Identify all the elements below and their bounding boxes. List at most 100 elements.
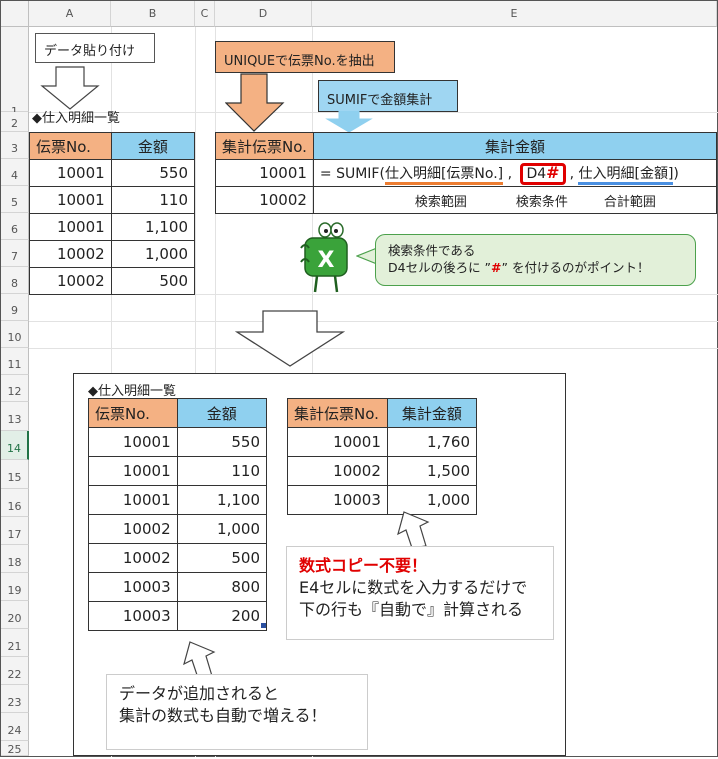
cell-summary-amount[interactable]: 1,760 xyxy=(386,427,478,457)
row-header-23[interactable]: 23 xyxy=(1,685,29,713)
cell-slip-no[interactable]: 10002 xyxy=(88,514,178,544)
formula-criteria: D4 xyxy=(526,166,547,182)
cell-slip-no[interactable]: 10001 xyxy=(29,186,112,214)
row-header-24[interactable]: 24 xyxy=(1,713,29,741)
header-slip-no[interactable]: 伝票No. xyxy=(29,132,112,160)
row-header-7[interactable]: 7 xyxy=(1,240,29,267)
row-header-13[interactable]: 13 xyxy=(1,402,29,431)
header-summary-amount[interactable]: 集計金額 xyxy=(312,132,718,160)
cell-amount[interactable]: 110 xyxy=(110,186,196,214)
cell-summary-slip-no[interactable]: 10001 xyxy=(215,159,314,187)
cell-slip-no[interactable]: 10002 xyxy=(88,543,178,573)
cell-summary-amount[interactable]: 1,000 xyxy=(386,485,478,515)
cell-amount[interactable]: 550 xyxy=(176,427,268,457)
row-header-8[interactable]: 8 xyxy=(1,267,29,294)
row-header-11[interactable]: 11 xyxy=(1,348,29,375)
note2-line2: 集計の数式も自動で増える！ xyxy=(119,706,327,725)
table-row: 10001 550 xyxy=(29,159,196,187)
row-header-6[interactable]: 6 xyxy=(1,213,29,240)
cell-summary-slip-no[interactable]: 10002 xyxy=(215,186,314,214)
formula-suffix: ) xyxy=(673,166,679,182)
cell-slip-no[interactable]: 10001 xyxy=(29,159,112,187)
cell-amount[interactable]: 500 xyxy=(176,543,268,573)
column-header-b[interactable]: B xyxy=(111,1,195,27)
formula-cell[interactable]: = SUMIF(仕入明細[伝票No.] , D4#, 仕入明細[金額]) xyxy=(312,159,718,187)
cell-slip-no[interactable]: 10002 xyxy=(29,267,112,295)
column-header-c[interactable]: C xyxy=(195,1,215,27)
cell-summary-amount[interactable]: 1,500 xyxy=(386,456,478,486)
row-header-16[interactable]: 16 xyxy=(1,489,29,517)
cell-slip-no[interactable]: 10001 xyxy=(88,427,178,457)
row-header-4[interactable]: 4 xyxy=(1,159,29,186)
cell-amount[interactable]: 1,000 xyxy=(176,514,268,544)
bubble-line1: 検索条件である xyxy=(388,243,476,258)
table-row: 10001 1,100 xyxy=(29,213,196,241)
panel-title: ◆仕入明細一覧 xyxy=(88,384,176,399)
cell-slip-no[interactable]: 10003 xyxy=(88,572,178,602)
sumif-label: SUMIFで金額集計 xyxy=(327,93,433,108)
header-summary-amount[interactable]: 集計金額 xyxy=(386,398,478,428)
formula-sum-range: 仕入明細[金額] xyxy=(578,166,674,185)
cell-slip-no[interactable]: 10001 xyxy=(88,456,178,486)
table-resize-handle[interactable] xyxy=(261,623,266,628)
row-header-14[interactable]: 14 xyxy=(1,431,29,460)
cell-amount[interactable]: 500 xyxy=(110,267,196,295)
cell-slip-no[interactable]: 10001 xyxy=(88,485,178,515)
formula-notes-cell[interactable]: 検索範囲 検索条件 合計範囲 xyxy=(312,186,718,214)
down-arrow-icon xyxy=(40,66,100,110)
table-row: 10002 1,000 xyxy=(29,240,196,268)
row-header-5[interactable]: 5 xyxy=(1,186,29,213)
table1-title: ◆仕入明細一覧 xyxy=(32,111,120,126)
select-all-corner[interactable] xyxy=(1,1,29,27)
row-header-9[interactable]: 9 xyxy=(1,294,29,321)
formula-criteria-highlight: D4# xyxy=(520,163,566,185)
cell-amount[interactable]: 200 xyxy=(176,601,268,631)
note1-headline: 数式コピー不要！ xyxy=(299,556,428,575)
header-summary-slip-no[interactable]: 集計伝票No. xyxy=(287,398,388,428)
row-header-20[interactable]: 20 xyxy=(1,601,29,629)
formula-prefix: = SUMIF( xyxy=(319,166,385,182)
row-header-10[interactable]: 10 xyxy=(1,321,29,348)
cell-summary-slip-no[interactable]: 10003 xyxy=(287,485,388,515)
cell-amount[interactable]: 1,100 xyxy=(110,213,196,241)
cell-amount[interactable]: 110 xyxy=(176,456,268,486)
cell-amount[interactable]: 1,000 xyxy=(110,240,196,268)
row-header-18[interactable]: 18 xyxy=(1,545,29,573)
row-header-21[interactable]: 21 xyxy=(1,629,29,657)
row-header-3[interactable]: 3 xyxy=(1,132,29,159)
cell-summary-slip-no[interactable]: 10002 xyxy=(287,456,388,486)
bubble-line2-pre: D4セルの後ろに ” xyxy=(388,260,492,275)
table-row: 10002 500 xyxy=(29,267,196,295)
grid-line xyxy=(29,294,718,295)
cell-amount[interactable]: 550 xyxy=(110,159,196,187)
row-header-2[interactable]: 2 xyxy=(1,112,29,132)
formula-range: 仕入明細[伝票No.] xyxy=(384,166,504,185)
cell-summary-slip-no[interactable]: 10001 xyxy=(287,427,388,457)
column-header-e[interactable]: E xyxy=(312,1,717,27)
header-amount[interactable]: 金額 xyxy=(176,398,268,428)
row-header-12[interactable]: 12 xyxy=(1,375,29,402)
row-header-15[interactable]: 15 xyxy=(1,460,29,489)
cell-amount[interactable]: 800 xyxy=(176,572,268,602)
row-header-17[interactable]: 17 xyxy=(1,517,29,545)
header-summary-slip-no[interactable]: 集計伝票No. xyxy=(215,132,314,160)
cell-slip-no[interactable]: 10002 xyxy=(29,240,112,268)
column-header-a[interactable]: A xyxy=(29,1,111,27)
row-header-19[interactable]: 19 xyxy=(1,573,29,601)
column-header-d[interactable]: D xyxy=(215,1,312,27)
header-amount[interactable]: 金額 xyxy=(110,132,196,160)
row-header-1[interactable]: 1 xyxy=(1,27,29,118)
row-header-25[interactable]: 25 xyxy=(1,741,29,756)
row-header-22[interactable]: 22 xyxy=(1,657,29,685)
cell-slip-no[interactable]: 10001 xyxy=(29,213,112,241)
grid-line xyxy=(29,321,718,322)
header-slip-no[interactable]: 伝票No. xyxy=(88,398,178,428)
cell-slip-no[interactable]: 10003 xyxy=(88,601,178,631)
cell-amount[interactable]: 1,100 xyxy=(176,485,268,515)
